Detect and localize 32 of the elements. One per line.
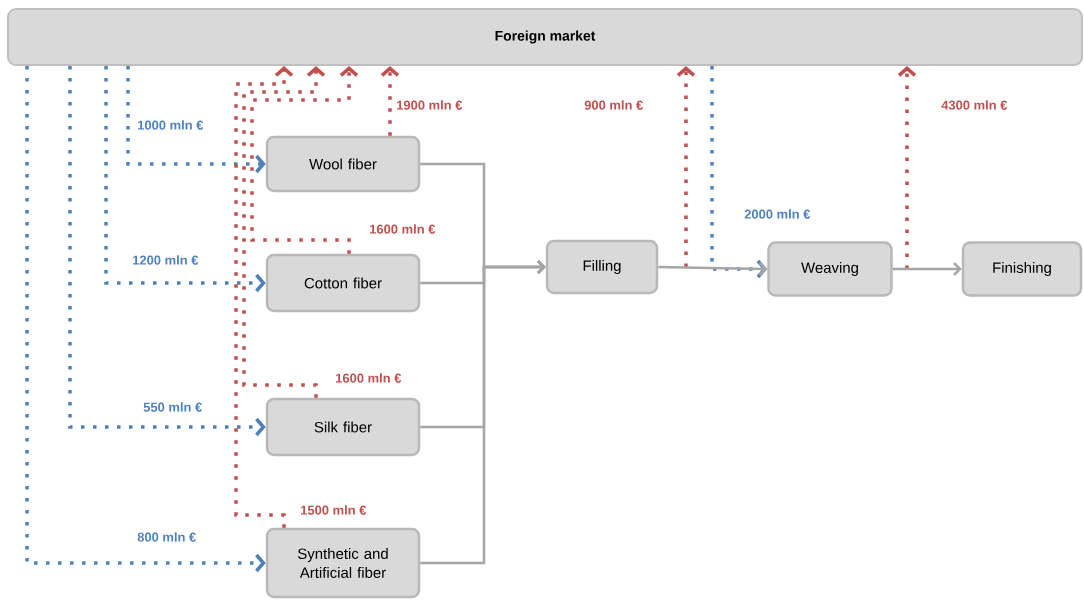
arrow [892,262,962,276]
arrow [25,66,266,573]
arrow [126,66,266,174]
process-box: Finishing [961,241,1083,297]
process-box: Filling [545,239,659,295]
process-box: Wool fiber [265,135,421,193]
process-box: Cotton fiber [265,253,421,313]
process-box: Weaving [767,241,893,297]
edge-label: 900 mln € [583,99,645,111]
edge-label: 1200 mln € [131,254,200,266]
arrow [242,66,326,398]
arrow [104,66,266,293]
process-box: Silk fiber [265,397,421,457]
arrow [658,262,768,276]
edge-label: 550 mln € [142,401,204,413]
edge-label: 4300 mln € [940,99,1009,111]
banner-box: Foreign market [7,8,1083,66]
edge-label: 1600 mln € [334,372,403,384]
arrow [676,66,696,267]
edge-label: 2000 mln € [743,208,812,220]
arrow [250,66,359,254]
arrow [897,66,917,269]
edge-label: 1500 mln € [299,504,368,516]
arrow [234,66,294,528]
arrow [420,260,546,565]
edge-label: 1900 mln € [395,99,464,111]
arrow [380,66,400,136]
edge-label: 800 mln € [136,531,198,543]
edge-label: 1000 mln € [136,119,205,131]
process-box: Synthetic and Artificial fiber [265,527,421,599]
arrow [68,66,266,437]
edge-label: 1600 mln € [368,223,437,235]
